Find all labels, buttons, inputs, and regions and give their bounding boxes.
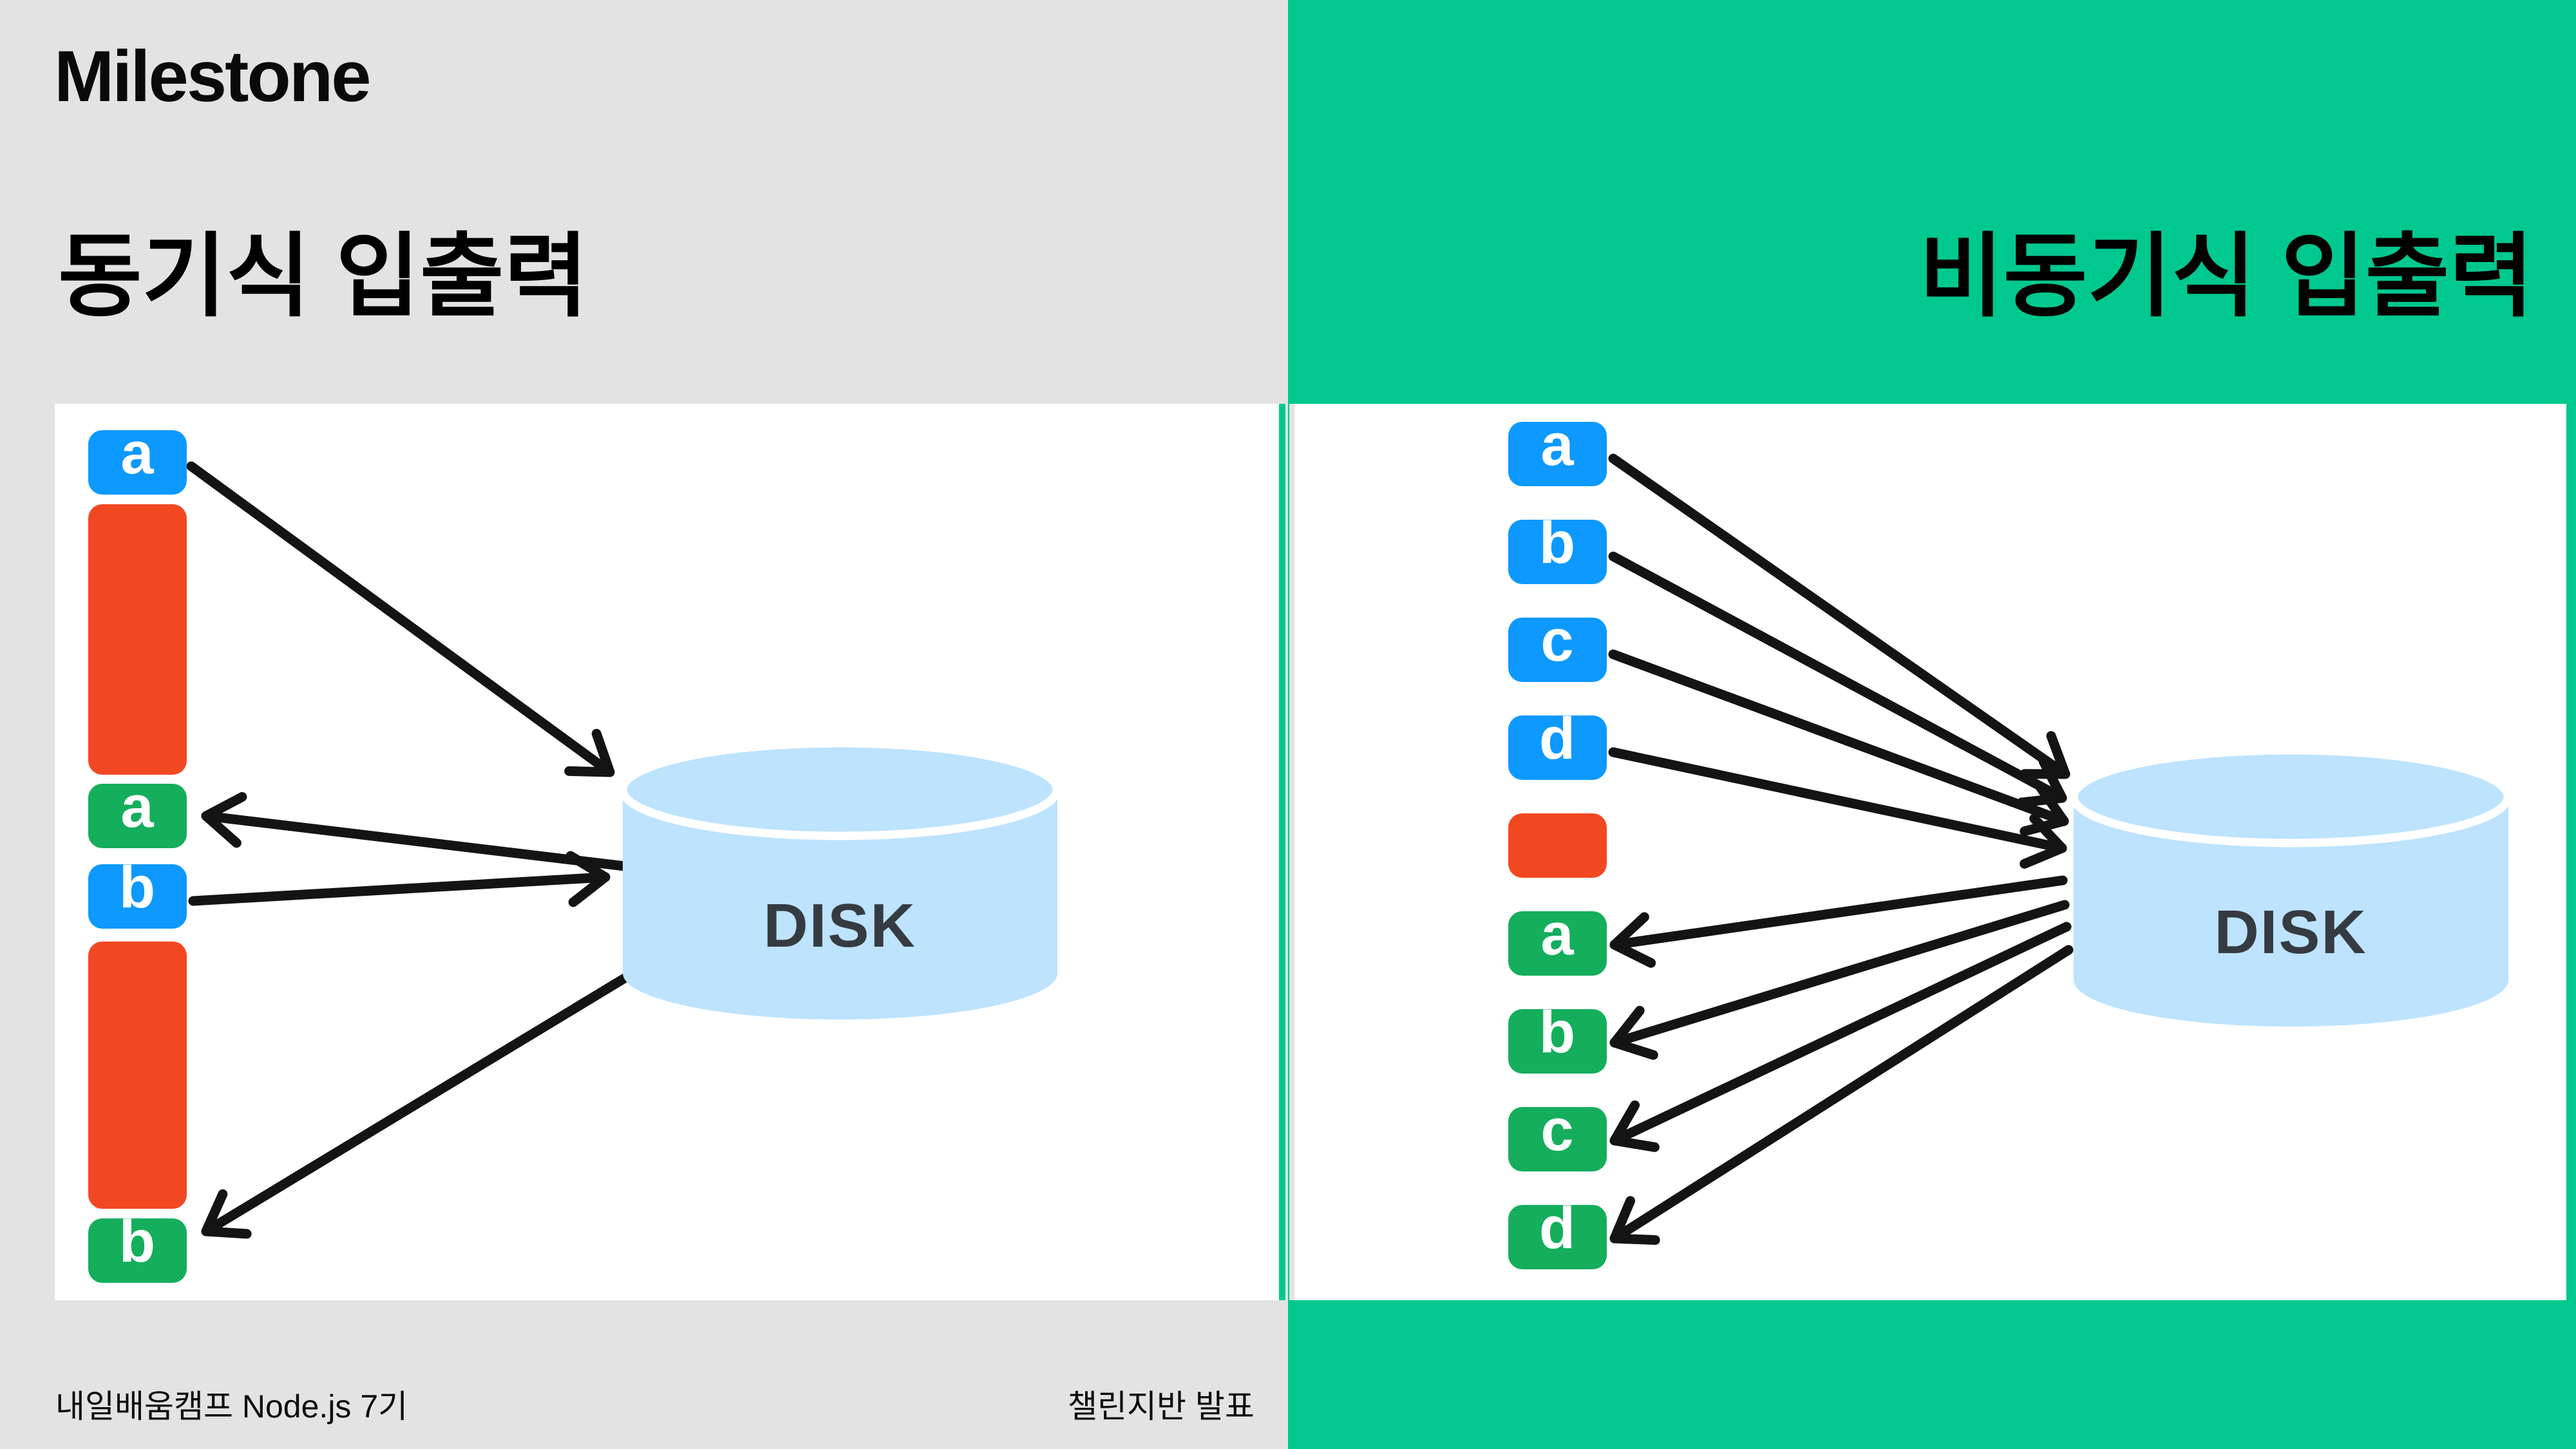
queue-item-request-a: a <box>88 421 187 495</box>
arrow-async-request-b <box>1608 551 2067 808</box>
svg-text:c: c <box>1540 608 1573 674</box>
svg-text:d: d <box>1539 706 1575 772</box>
arrow-async-complete-a <box>1609 875 2068 968</box>
blocked-wait-block <box>88 942 187 1209</box>
brand-logo: Milestone <box>54 36 372 117</box>
arrow-async-request-c <box>1608 649 2069 837</box>
sync-io-diagram: a a b b DISK <box>88 421 1061 1283</box>
svg-text:b: b <box>1539 510 1575 576</box>
svg-text:a: a <box>120 774 154 840</box>
queue-item-request-b: b <box>88 855 187 929</box>
queue-item-request-d: d <box>1508 706 1607 780</box>
arrow-async-request-d <box>1608 747 2067 869</box>
svg-text:d: d <box>1539 1195 1575 1261</box>
queue-item-request-b: b <box>1508 510 1607 584</box>
svg-text:b: b <box>119 855 155 920</box>
queue-item-request-a: a <box>1508 412 1607 486</box>
queue-item-complete-d: d <box>1508 1195 1607 1269</box>
disk-label: DISK <box>763 891 916 960</box>
async-io-title: 비동기식 입출력 <box>1919 225 2533 328</box>
sync-io-panel: a a b b DISK <box>55 404 1285 1300</box>
queue-item-complete-a: a <box>88 774 187 848</box>
disk-cylinder: DISK <box>618 739 1061 1020</box>
queue-item-complete-c: c <box>1508 1097 1607 1171</box>
svg-text:a: a <box>1540 412 1574 478</box>
svg-text:b: b <box>119 1209 155 1274</box>
svg-text:a: a <box>120 421 154 486</box>
disk-cylinder: DISK <box>2069 746 2512 1027</box>
footer-session-name: 챌린지반 발표 <box>1068 1388 1255 1425</box>
arrow-sync-request-b <box>188 851 611 907</box>
sync-io-title: 동기식 입출력 <box>58 225 589 328</box>
async-io-panel: a b c d a b <box>1289 404 2566 1300</box>
arrow-sync-request-a <box>186 461 615 777</box>
async-io-diagram: a b c d a b <box>1508 412 2512 1269</box>
queue-item-complete-a: a <box>1508 902 1607 976</box>
queue-item-complete-b: b <box>88 1209 187 1283</box>
arrow-async-request-a <box>1608 453 2070 779</box>
arrow-sync-complete-b <box>201 972 632 1239</box>
blocked-wait-block <box>88 504 187 775</box>
arrow-async-complete-c <box>1609 922 2072 1152</box>
svg-text:b: b <box>1539 999 1575 1065</box>
queue-item-request-c: c <box>1508 608 1607 682</box>
svg-text:c: c <box>1540 1097 1573 1163</box>
disk-label: DISK <box>2214 898 2367 967</box>
footer-course-name: 내일배움캠프 Node.js 7기 <box>55 1388 408 1425</box>
blocked-wait-block <box>1508 813 1607 878</box>
queue-item-complete-b: b <box>1508 999 1607 1074</box>
svg-text:a: a <box>1540 902 1574 967</box>
arrow-sync-complete-a <box>201 791 630 871</box>
arrow-async-complete-d <box>1609 945 2074 1245</box>
arrow-async-complete-b <box>1609 900 2070 1060</box>
